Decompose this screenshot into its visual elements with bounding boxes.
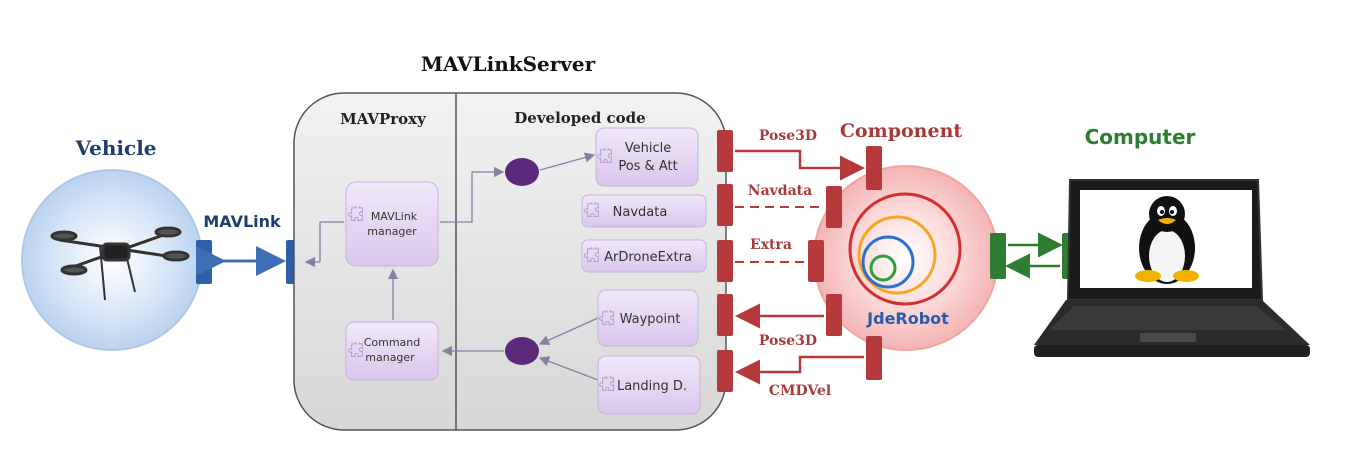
mavlink-manager-box	[345, 181, 439, 267]
jderobot-logo-icon	[848, 192, 962, 306]
jderobot-logo-text: JdeRobot	[866, 309, 949, 328]
mavlink-label: MAVLink	[203, 212, 281, 231]
landing-to-node-arrow	[538, 356, 599, 381]
command-manager-box	[345, 321, 439, 381]
module-waypoint-label: Waypoint	[620, 312, 681, 327]
module-landing	[597, 355, 701, 415]
module-ardroneextra	[581, 239, 707, 273]
pose3d-out-connection	[735, 149, 865, 181]
module-navdata-label: Navdata	[613, 205, 668, 220]
component-label: Component	[840, 120, 963, 142]
module-waypoint	[597, 289, 699, 347]
extra-label: Extra	[750, 237, 792, 253]
developed-code-label: Developed code	[514, 109, 645, 127]
node-to-vehicle-pos-arrow	[539, 152, 596, 171]
input-connector-node	[505, 337, 539, 365]
mavlink-out-line	[440, 166, 505, 223]
module-navdata	[581, 194, 707, 228]
tux-penguin-icon	[1135, 196, 1199, 284]
quadcopter-icon	[50, 226, 190, 301]
component-green-port	[990, 233, 1006, 279]
cmdvel-connection	[735, 355, 864, 385]
vehicle-label: Vehicle	[74, 136, 156, 160]
module-landing-label: Landing D.	[617, 379, 687, 394]
module-vehicle-pos-att	[595, 127, 699, 187]
cmdvel-label: CMDVel	[769, 383, 831, 399]
module-ardroneextra-label: ArDroneExtra	[604, 250, 692, 265]
computer-label: Computer	[1085, 125, 1196, 149]
waypoint-to-node-arrow	[538, 317, 599, 346]
diagram-title: MAVLinkServer	[421, 52, 596, 76]
component-interface-ports	[808, 146, 882, 380]
output-connector-node	[505, 158, 539, 186]
vehicle-port	[196, 240, 212, 284]
mavproxy-label: MAVProxy	[340, 110, 427, 128]
server-interface-ports	[717, 130, 733, 392]
pose3d-in-label: Pose3D	[759, 333, 817, 349]
navdata-label: Navdata	[748, 183, 812, 199]
pose3d-out-label: Pose3D	[759, 128, 817, 144]
